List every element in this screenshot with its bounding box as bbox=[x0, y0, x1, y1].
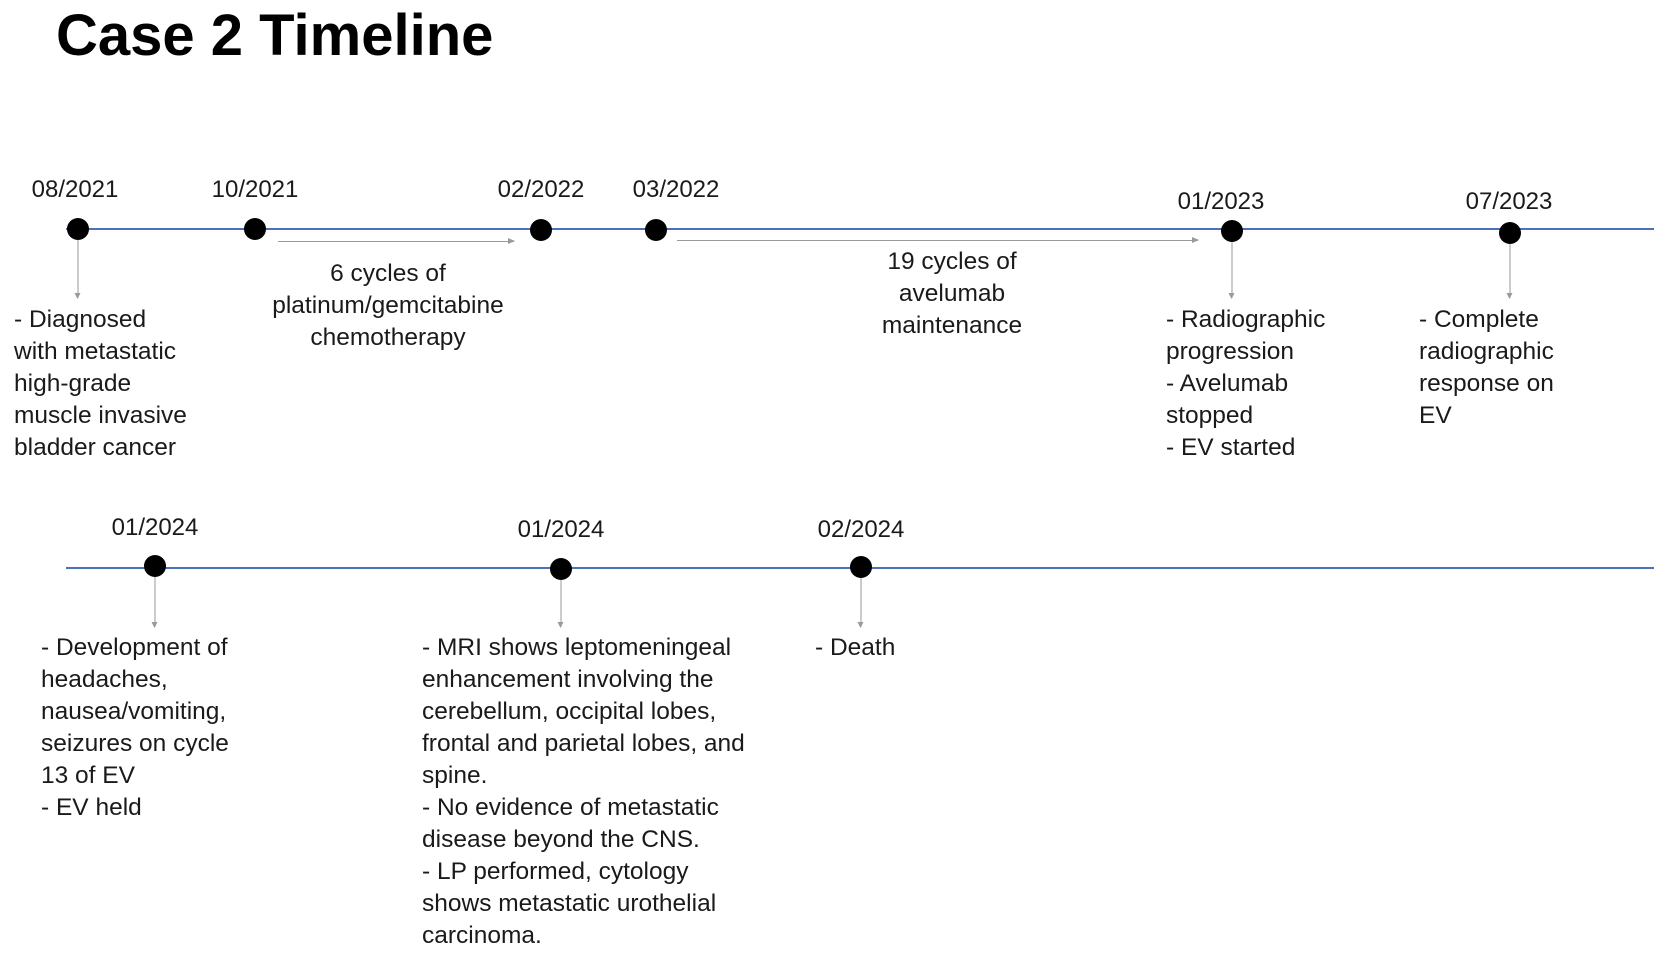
page-title: Case 2 Timeline bbox=[56, 3, 494, 68]
event-description-line: response on bbox=[1419, 370, 1554, 397]
event-description-line: with metastatic bbox=[14, 338, 177, 365]
event-description-line: - Diagnosed bbox=[14, 306, 147, 333]
event-date-label: 10/2021 bbox=[211, 176, 299, 203]
event-description-line: shows metastatic urothelial bbox=[422, 890, 717, 917]
timeline-axis-1 bbox=[66, 228, 1654, 230]
event-description-line: - Complete bbox=[1419, 306, 1539, 333]
timeline-marker bbox=[530, 219, 552, 241]
event-description-line: carcinoma. bbox=[422, 922, 542, 949]
event-date-label: 02/2024 bbox=[817, 516, 905, 543]
event-connector-arrow bbox=[1506, 244, 1513, 299]
event-description-line: frontal and parietal lobes, and bbox=[422, 730, 745, 757]
event-date-label: 08/2021 bbox=[31, 176, 119, 203]
event-description-line: enhancement involving the bbox=[422, 666, 714, 693]
event-description-line: bladder cancer bbox=[14, 434, 177, 461]
event-description-line: progression bbox=[1166, 338, 1295, 365]
duration-label: 6 cycles of platinum/gemcitabine chemoth… bbox=[246, 258, 530, 354]
event-connector-arrow bbox=[74, 240, 81, 299]
duration-label-line: 6 cycles of bbox=[330, 260, 446, 287]
timeline-marker bbox=[144, 555, 166, 577]
event-description-line: seizures on cycle bbox=[41, 730, 229, 757]
event-description-line: headaches, bbox=[41, 666, 168, 693]
duration-label-line: platinum/gemcitabine bbox=[272, 292, 504, 319]
event-connector-arrow bbox=[557, 580, 564, 628]
event-description-line: - EV started bbox=[1166, 434, 1296, 461]
timeline-marker bbox=[645, 219, 667, 241]
event-description-line: EV bbox=[1419, 402, 1452, 429]
event-description-line: - Death bbox=[815, 634, 896, 661]
duration-label-line: maintenance bbox=[881, 312, 1023, 339]
event-description-line: 13 of EV bbox=[41, 762, 135, 789]
event-description-line: - Radiographic bbox=[1166, 306, 1326, 333]
event-description-line: radiographic bbox=[1419, 338, 1554, 365]
event-description-line: muscle invasive bbox=[14, 402, 187, 429]
event-description-line: - MRI shows leptomeningeal bbox=[422, 634, 732, 661]
duration-arrow bbox=[278, 238, 515, 244]
timeline-marker bbox=[850, 556, 872, 578]
event-description-line: - Development of bbox=[41, 634, 228, 661]
event-connector-arrow bbox=[1228, 242, 1235, 299]
event-date-label: 03/2022 bbox=[632, 176, 720, 203]
event-description: - Development of headaches, nausea/vomit… bbox=[41, 632, 229, 824]
event-date-label: 07/2023 bbox=[1465, 188, 1553, 215]
event-date-label: 01/2024 bbox=[517, 516, 605, 543]
event-date-label: 01/2024 bbox=[111, 514, 199, 541]
event-description-line: - LP performed, cytology bbox=[422, 858, 689, 885]
timeline-marker bbox=[1221, 220, 1243, 242]
event-description-line: cerebellum, occipital lobes, bbox=[422, 698, 717, 725]
event-description-line: stopped bbox=[1166, 402, 1254, 429]
event-description: - Death bbox=[815, 632, 895, 664]
event-description-line: disease beyond the CNS. bbox=[422, 826, 700, 853]
event-connector-arrow bbox=[857, 578, 864, 628]
timeline-marker bbox=[244, 218, 266, 240]
duration-label-line: 19 cycles of bbox=[887, 248, 1017, 275]
event-description-line: - EV held bbox=[41, 794, 142, 821]
duration-label-line: avelumab bbox=[898, 280, 1006, 307]
event-description-line: spine. bbox=[422, 762, 488, 789]
event-connector-arrow bbox=[151, 577, 158, 628]
event-description: - Diagnosed with metastatic high-grade m… bbox=[14, 304, 187, 464]
duration-arrow bbox=[677, 237, 1199, 243]
event-description: - Radiographic progression - Avelumab st… bbox=[1166, 304, 1325, 464]
event-description-line: - Avelumab bbox=[1166, 370, 1289, 397]
event-description-line: high-grade bbox=[14, 370, 132, 397]
duration-label: 19 cycles of avelumab maintenance bbox=[812, 246, 1092, 342]
event-description: - MRI shows leptomeningeal enhancement i… bbox=[422, 632, 745, 952]
event-description-line: nausea/vomiting, bbox=[41, 698, 227, 725]
event-date-label: 01/2023 bbox=[1177, 188, 1265, 215]
timeline-marker bbox=[550, 558, 572, 580]
event-description-line: - No evidence of metastatic bbox=[422, 794, 719, 821]
timeline-marker bbox=[1499, 222, 1521, 244]
duration-label-line: chemotherapy bbox=[310, 324, 466, 351]
timeline-marker bbox=[67, 218, 89, 240]
event-description: - Complete radiographic response on EV bbox=[1419, 304, 1554, 432]
event-date-label: 02/2022 bbox=[497, 176, 585, 203]
